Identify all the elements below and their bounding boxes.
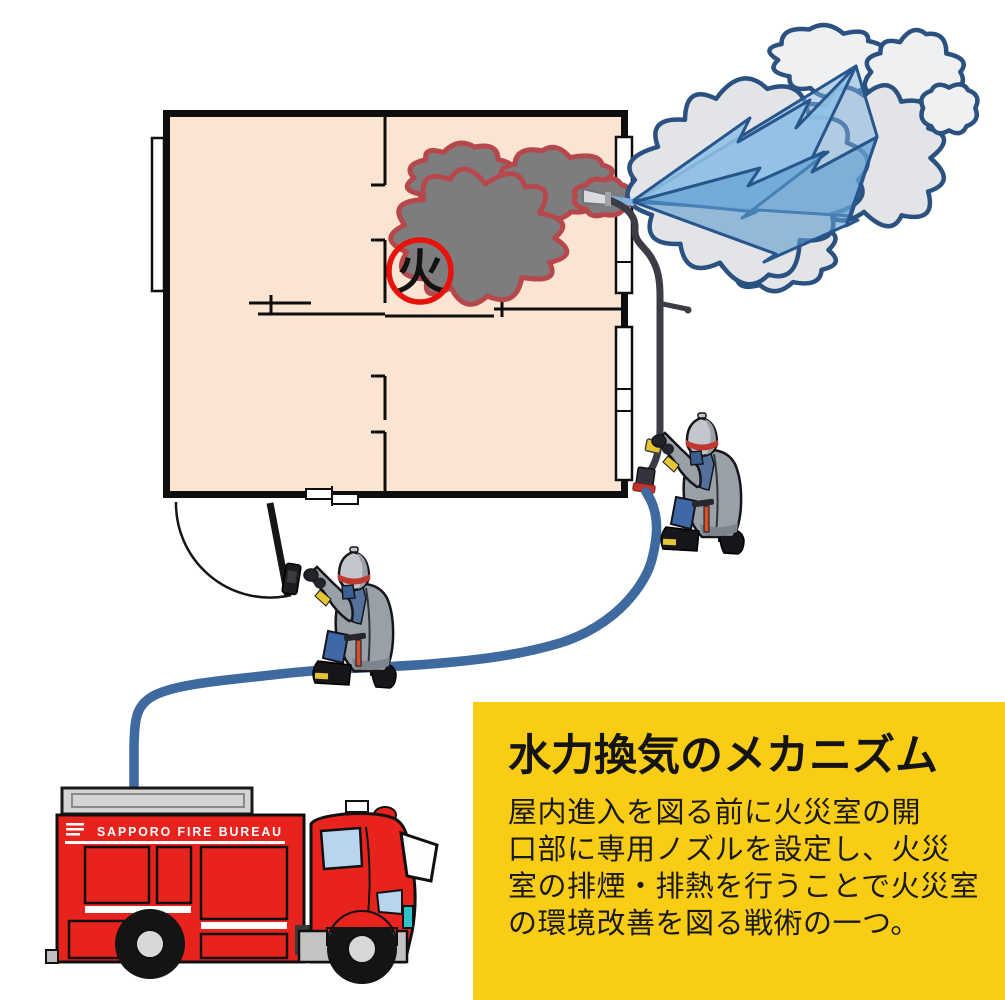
wheel-arch [326,910,398,947]
helmet-ridge [697,412,707,419]
coat-seam [713,453,719,535]
helmet-band [686,440,718,451]
window-right-lower-sash [616,388,632,412]
body-hash-marks [66,823,84,836]
roof-rack-inner [71,793,245,808]
fire-mark: 火 [386,237,454,305]
collar [689,450,704,466]
front-lamp [402,905,414,929]
panel-stripe [201,922,287,929]
window-left [150,136,166,293]
info-title: 水力換気のメカニズム [508,732,938,780]
info-body-line: 口部に専用ノズルを設定し、火災 [508,834,951,866]
cloud-puff [919,82,980,136]
sleeve-stripe [662,455,680,473]
info-body: 屋内進入を図る前に火災室の開 口部に専用ノズルを設定し、火災 室の排煙・排熱を行… [508,795,999,943]
interior-walls [249,117,622,493]
fire-kanji: 火 [397,245,444,298]
smoke-puff [388,166,570,307]
exterior-door [174,501,302,599]
cab-lower-window [375,888,403,916]
glove [651,434,667,448]
belt-handle [691,498,715,508]
windshield [399,830,439,883]
belt-tool [703,505,710,533]
pipe-bracket [657,300,688,312]
panel-stripe [85,906,191,913]
front-thigh [669,495,698,531]
front-hub [347,934,377,964]
info-body-line: 屋内進入を図る前に火災室の開 [508,797,922,829]
roof-rack [60,786,254,816]
supply-hose [129,487,662,797]
pipe-bracket-bolt [684,306,692,314]
firefighter-nozzle-operator [651,412,745,555]
door-swing-arc [174,501,288,599]
fire-circle-icon [386,237,454,305]
door-tool-detail [286,570,298,584]
info-body-line: の環境改善を図る戦術の一つ。 [508,908,920,940]
water-spray [611,64,879,264]
info-box: 水力換気のメカニズム 屋内進入を図る前に火災室の開 口部に専用ノズルを設定し、火… [473,702,1005,1000]
door-tool [281,562,302,596]
glove [662,443,674,455]
rear-hub [135,929,165,959]
body-panels [67,845,289,960]
sliding-door-panel [331,493,359,505]
nozzle-tip-ring [605,192,611,206]
rear-step [45,949,59,964]
cab-door-line [365,826,371,916]
coat-hem [700,523,738,537]
fire-truck: SAPPORO FIRE BUREAU [45,786,439,984]
boot-stripe [662,538,677,546]
window-right-lower [614,325,634,482]
info-body-line: 室の排煙・排熱を行うことで火災室 [508,871,980,903]
cab-side-window [319,826,364,871]
body-stripe [65,841,285,844]
roof-box [345,800,369,813]
truck-label: SAPPORO FIRE BUREAU [97,825,283,839]
sliding-door-panel [305,488,333,500]
firefighter-door-operator [302,545,398,690]
water-jet-bolt-icon [632,135,879,264]
